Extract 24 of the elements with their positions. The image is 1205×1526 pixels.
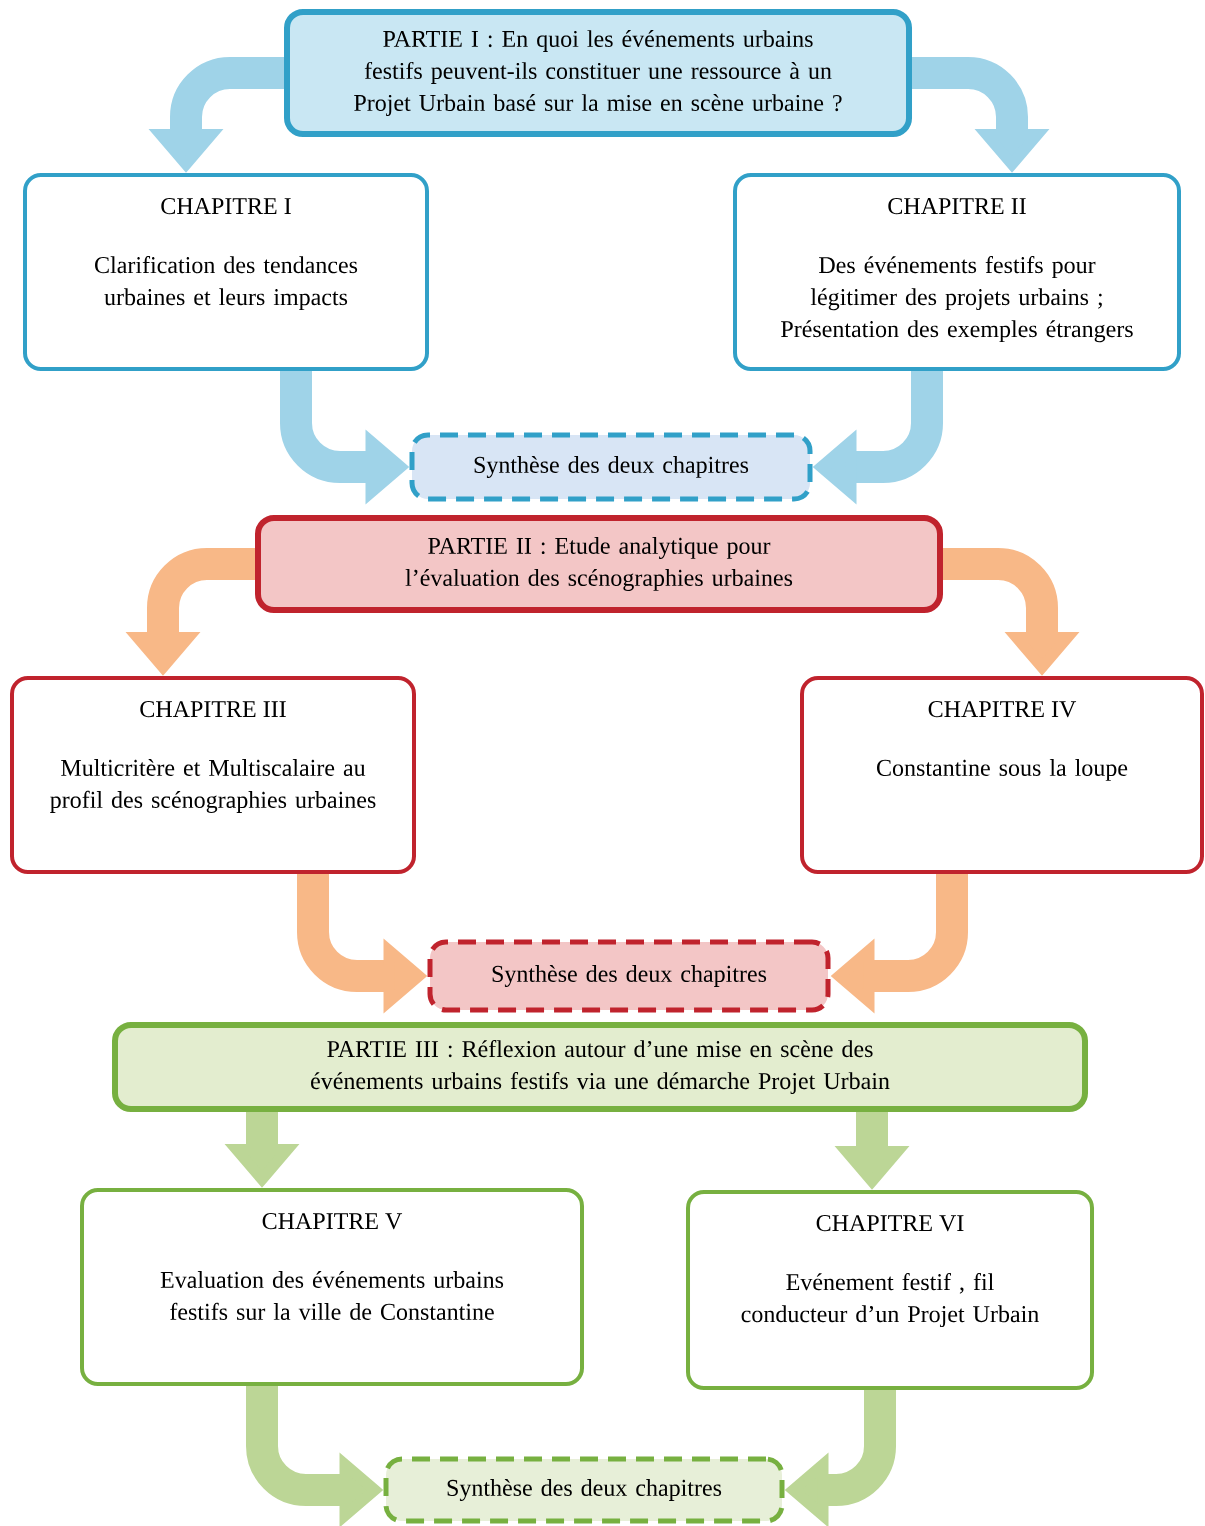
chapter-title: CHAPITRE III (140, 701, 286, 718)
chapter-box (686, 1190, 1094, 1390)
chapter-box (10, 676, 416, 874)
chapter-box (80, 1188, 584, 1386)
chapter-box (23, 173, 429, 371)
chapter-description: Multicritère et Multiscalaire au profil des scénographies urbaines (50, 759, 376, 813)
synthesis-box: Synthèse des deux chapitres (383, 1456, 785, 1524)
synthesis-box: Synthèse des deux chapitres (409, 432, 813, 502)
chapter-description: Clarification des tendances urbaines et leurs impacts (95, 256, 358, 311)
part-box: PARTIE I : En quoi les événements urbains festifs peuvent-ils constituer une ressource à un Projet Urbain basé sur la mise en scène urbaine ? (284, 9, 912, 137)
chapter-title: CHAPITRE II (888, 198, 1026, 215)
chapter-description: Constantine sous la loupe (877, 759, 1128, 781)
chapter-title: CHAPITRE I (161, 198, 291, 215)
chapter-description: Evaluation des événements urbains festifs sur la ville de Constantine (160, 1271, 504, 1320)
chapter-box (800, 676, 1204, 874)
chapter-box (733, 173, 1181, 371)
synthesis-box: Synthèse des deux chapitres (427, 939, 831, 1013)
part-box: PARTIE II : Etude analytique pour l’évaluation des scénographies urbaines (255, 515, 943, 613)
chapter-description: Evénement festif , fil conducteur d’un Projet Urbain (741, 1273, 1039, 1328)
chapter-title: CHAPITRE VI (816, 1215, 964, 1232)
part-box: PARTIE III : Réflexion autour d’une mise en scène des événements urbains festifs via une démarche Projet Urbain (112, 1022, 1088, 1112)
chapter-title: CHAPITRE IV (928, 701, 1077, 718)
chapter-description: Des événements festifs pour légitimer des projets urbains ; Présentation des exemples étrangers (781, 256, 1133, 343)
chapter-title: CHAPITRE V (262, 1213, 403, 1230)
